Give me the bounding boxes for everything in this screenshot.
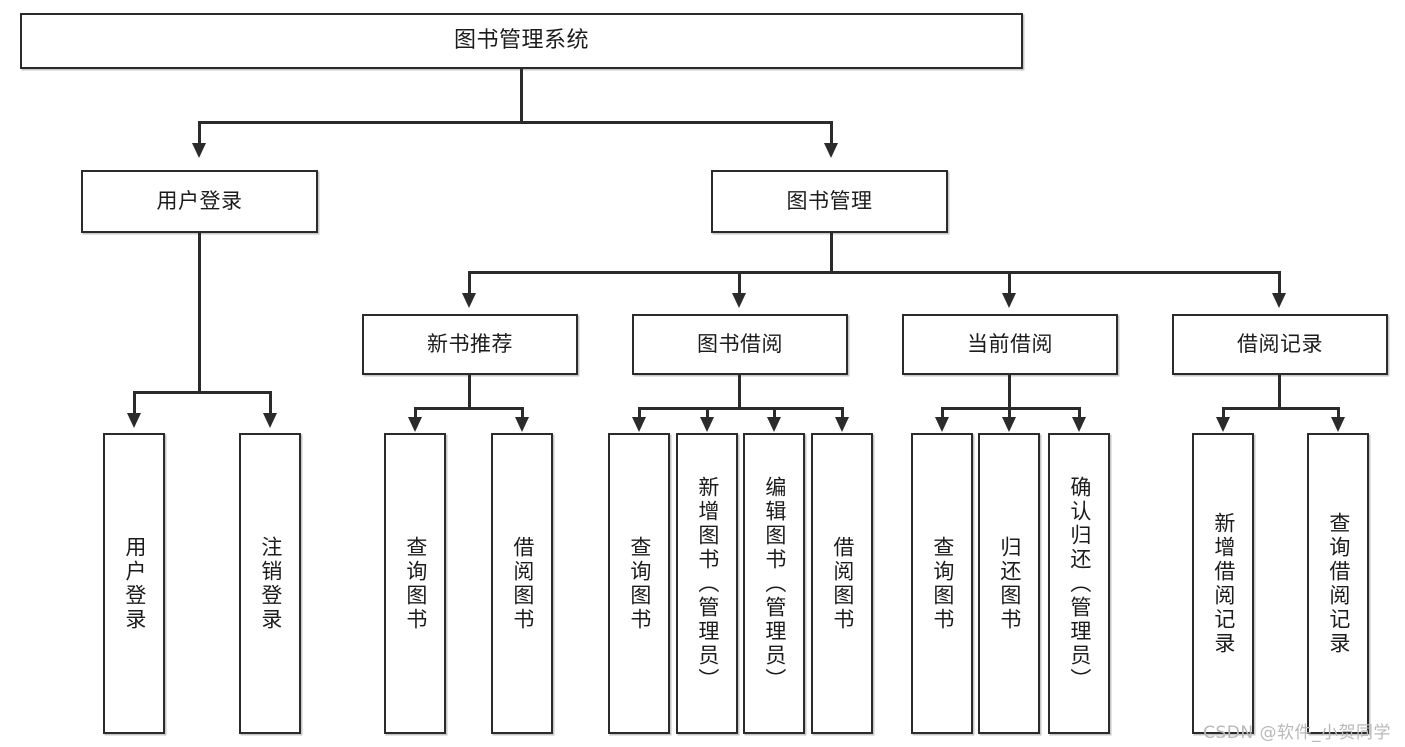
node-leaf-query-book-2[interactable]: 查询图书	[608, 433, 670, 734]
node-book-manage[interactable]: 图书管理	[711, 170, 948, 233]
connector-book-manage-stem	[830, 233, 833, 271]
node-label: 新增图书（管理员）	[695, 475, 720, 692]
connector-root-stem	[520, 69, 523, 121]
node-label: 查询借阅记录	[1326, 511, 1351, 656]
node-label: 查询图书	[627, 535, 652, 632]
node-new-book-rec[interactable]: 新书推荐	[362, 314, 578, 375]
watermark-text: CSDN @软件_小贺同学	[1203, 723, 1391, 743]
node-label: 借阅图书	[830, 535, 855, 632]
arrow-return-book	[1002, 417, 1016, 432]
connector-new-book-rec-bus	[414, 407, 524, 410]
node-label: 归还图书	[997, 535, 1022, 632]
arrow-leaf-user-login	[127, 413, 141, 428]
node-label: 新增借阅记录	[1211, 511, 1236, 656]
connector-root-bus	[198, 121, 832, 124]
node-user-login[interactable]: 用户登录	[81, 170, 318, 233]
connector-drop-leaf-logout	[269, 391, 272, 413]
node-label: 注销登录	[258, 535, 283, 632]
node-label: 查询图书	[930, 535, 955, 632]
arrow-leaf-logout	[263, 413, 277, 428]
connector-user-login-bus	[133, 391, 271, 394]
arrow-borrow-record	[1272, 293, 1286, 308]
connector-drop-add-record	[1222, 407, 1225, 417]
connector-drop-user-login	[198, 121, 201, 143]
connector-drop-borrow-book-2	[841, 407, 844, 417]
node-label: 确认归还（管理员）	[1067, 475, 1092, 692]
connector-current-borrow-stem	[1008, 375, 1011, 407]
arrow-current-borrow	[1002, 293, 1016, 308]
arrow-edit-book	[767, 417, 781, 432]
connector-drop-query-book-1	[414, 407, 417, 417]
node-label: 图书管理	[786, 189, 873, 214]
connector-drop-add-book	[706, 407, 709, 417]
node-label: 编辑图书（管理员）	[762, 475, 787, 692]
connector-book-borrow-bus	[638, 407, 844, 410]
connector-drop-borrow-record	[1278, 271, 1281, 293]
node-leaf-logout[interactable]: 注销登录	[239, 433, 301, 734]
node-leaf-query-book-1[interactable]: 查询图书	[384, 433, 446, 734]
arrow-confirm-return	[1072, 417, 1086, 432]
arrow-borrow-book-2	[835, 417, 849, 432]
node-book-borrow[interactable]: 图书借阅	[632, 314, 848, 375]
connector-current-borrow-bus	[941, 407, 1081, 410]
connector-drop-query-book-3	[941, 407, 944, 417]
connector-drop-edit-book	[773, 407, 776, 417]
node-leaf-return-book[interactable]: 归还图书	[978, 433, 1040, 734]
node-leaf-query-record[interactable]: 查询借阅记录	[1307, 433, 1369, 734]
connector-borrow-record-stem	[1278, 375, 1281, 407]
node-current-borrow[interactable]: 当前借阅	[902, 314, 1118, 375]
node-leaf-borrow-book-1[interactable]: 借阅图书	[491, 433, 553, 734]
connector-borrow-record-bus	[1222, 407, 1340, 410]
connector-new-book-rec-stem	[468, 375, 471, 407]
node-label: 借阅记录	[1237, 332, 1323, 357]
arrow-query-book-1	[408, 417, 422, 432]
node-label: 查询图书	[403, 535, 428, 632]
connector-drop-confirm-return	[1078, 407, 1081, 417]
node-leaf-user-login[interactable]: 用户登录	[103, 433, 165, 734]
connector-drop-query-record	[1337, 407, 1340, 417]
arrow-query-book-3	[935, 417, 949, 432]
node-leaf-query-book-3[interactable]: 查询图书	[911, 433, 973, 734]
arrow-new-book-rec	[462, 293, 476, 308]
arrow-query-record	[1331, 417, 1345, 432]
node-label: 用户登录	[122, 535, 147, 632]
connector-drop-return-book	[1008, 407, 1011, 417]
arrow-add-record	[1216, 417, 1230, 432]
connector-book-manage-bus	[468, 271, 1280, 274]
arrow-query-book-2	[632, 417, 646, 432]
connector-drop-current-borrow	[1008, 271, 1011, 293]
arrow-user-login	[192, 143, 206, 158]
connector-user-login-stem	[198, 233, 201, 391]
arrow-book-borrow	[732, 293, 746, 308]
node-label: 新书推荐	[427, 332, 513, 357]
node-root-system[interactable]: 图书管理系统	[20, 13, 1023, 69]
node-label: 图书管理系统	[453, 28, 589, 54]
connector-drop-book-borrow	[738, 271, 741, 293]
connector-drop-new-book-rec	[468, 271, 471, 293]
connector-drop-leaf-user-login	[133, 391, 136, 413]
arrow-add-book	[700, 417, 714, 432]
connector-drop-query-book-2	[638, 407, 641, 417]
node-leaf-edit-book[interactable]: 编辑图书（管理员）	[743, 433, 805, 734]
node-leaf-confirm-return[interactable]: 确认归还（管理员）	[1048, 433, 1110, 734]
connector-drop-book-manage	[830, 121, 833, 143]
arrow-borrow-book-1	[515, 417, 529, 432]
node-label: 用户登录	[156, 189, 243, 214]
node-label: 图书借阅	[697, 332, 783, 357]
node-leaf-add-record[interactable]: 新增借阅记录	[1192, 433, 1254, 734]
node-borrow-record[interactable]: 借阅记录	[1172, 314, 1388, 375]
node-leaf-borrow-book-2[interactable]: 借阅图书	[811, 433, 873, 734]
node-label: 当前借阅	[967, 332, 1053, 357]
connector-drop-borrow-book-1	[521, 407, 524, 417]
node-leaf-add-book[interactable]: 新增图书（管理员）	[676, 433, 738, 734]
connector-book-borrow-stem	[738, 375, 741, 407]
arrow-book-manage	[824, 143, 838, 158]
node-label: 借阅图书	[510, 535, 535, 632]
